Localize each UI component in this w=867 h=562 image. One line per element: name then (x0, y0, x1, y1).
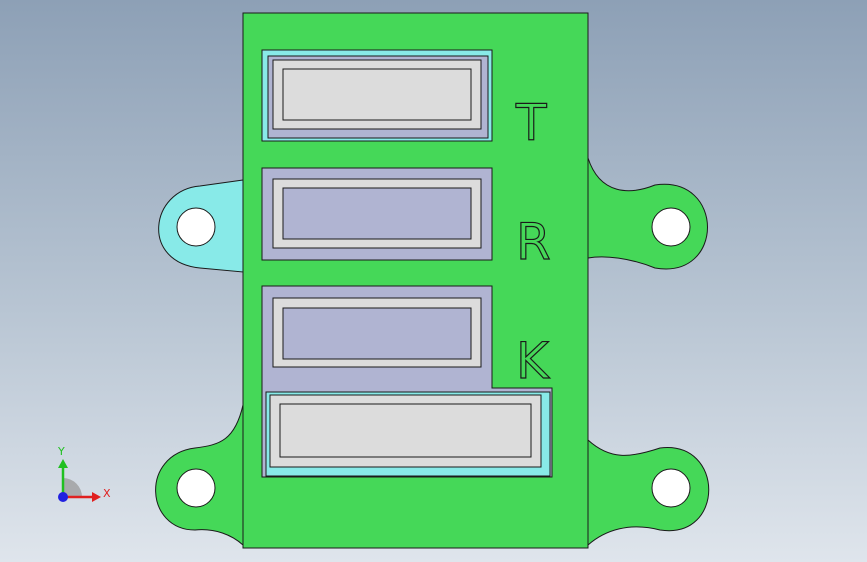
engraving-k: K (516, 332, 550, 390)
engraving-r: R (516, 213, 551, 271)
lug-bottom-left[interactable] (155, 404, 244, 547)
lug-bottom-right[interactable] (587, 438, 710, 547)
slot-3-lower-window[interactable] (279, 403, 532, 458)
slot-1-window[interactable] (282, 68, 472, 121)
slot-2[interactable] (261, 167, 493, 261)
x-axis-arrow-icon (92, 492, 101, 502)
reference-triad: Y X (57, 445, 111, 502)
lug-top-right[interactable] (587, 157, 708, 270)
lug-bottom-right-face[interactable] (587, 438, 710, 547)
lug-top-right-hole[interactable] (651, 207, 691, 247)
slot-3[interactable] (261, 285, 553, 478)
lug-top-left-hole[interactable] (176, 207, 216, 247)
y-axis-arrow-icon (58, 459, 68, 468)
y-axis-label: Y (57, 445, 65, 458)
slot-1[interactable] (261, 49, 493, 142)
triad-plane-indicator (63, 478, 82, 497)
lug-top-right-face[interactable] (587, 157, 708, 270)
lug-top-left[interactable] (158, 179, 244, 273)
lug-bottom-left-hole[interactable] (176, 468, 216, 508)
engraving-t: T (515, 94, 547, 152)
lug-bottom-right-hole[interactable] (651, 468, 691, 508)
slot-3-upper-window[interactable] (282, 307, 472, 360)
slot-2-window[interactable] (282, 187, 472, 240)
z-axis-dot (58, 492, 68, 502)
x-axis-label: X (103, 487, 111, 500)
